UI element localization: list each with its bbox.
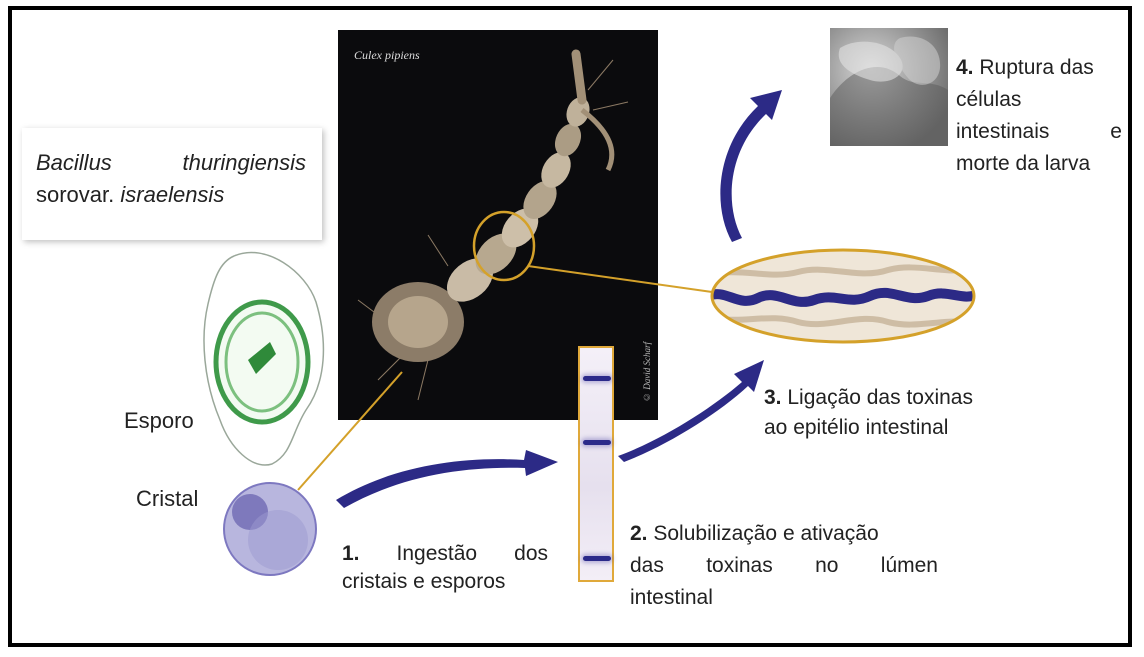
step-3-line-2: ao epitélio intestinal (764, 416, 948, 440)
step-3-text-1: Ligação das toxinas (787, 386, 973, 409)
step-1-line-1: 1. Ingestão dos (342, 542, 548, 566)
spore-illustration (196, 242, 346, 472)
organism-variety: israelensis (120, 182, 224, 207)
step-4-number: 4. (956, 56, 974, 79)
diagram-frame: Bacillus thuringiensis sorovar. israelen… (8, 6, 1132, 647)
step-2-line-2: das toxinas no lúmen (630, 554, 938, 578)
step-2-number: 2. (630, 522, 648, 545)
step-4-line-4: morte da larva (956, 152, 1090, 176)
step-2-line-1: 2. Solubilização e ativação (630, 522, 879, 546)
organism-label-box: Bacillus thuringiensis sorovar. israelen… (22, 128, 322, 240)
step-4-text-1: Ruptura das (979, 56, 1093, 79)
sem-image-ruptured-cells (830, 28, 948, 146)
gel-band-3 (583, 556, 611, 561)
label-cristal: Cristal (136, 486, 198, 512)
organism-line-1: Bacillus thuringiensis (36, 150, 306, 176)
crystal-illustration (216, 474, 326, 584)
step-3-line-1: 3. Ligação das toxinas (764, 386, 973, 410)
protein-gel-lane (578, 346, 614, 582)
sem-texture (830, 28, 948, 146)
organism-genus: Bacillus (36, 150, 112, 175)
step-2-text-1: Solubilização e ativação (653, 522, 878, 545)
organism-line-2: sorovar. israelensis (36, 182, 224, 208)
organism-serovar-prefix: sorovar. (36, 182, 114, 207)
organism-species: thuringiensis (182, 150, 306, 175)
step-2-line-3: intestinal (630, 586, 713, 610)
label-esporo: Esporo (124, 408, 194, 434)
step-3-number: 3. (764, 386, 782, 409)
gel-band-1 (583, 376, 611, 381)
step-4-line-1: 4. Ruptura das (956, 56, 1094, 80)
intestinal-epithelium-image (708, 246, 978, 346)
step-1-line-2: cristais e esporos (342, 570, 505, 594)
photo-credit: © David Scharf (642, 342, 652, 402)
step-4-line-2: células (956, 88, 1021, 112)
larva-siphon (576, 54, 582, 100)
step-4-line-3: intestinais e (956, 120, 1122, 144)
step-1-number: 1. (342, 542, 360, 565)
arrow-rupture (720, 90, 782, 242)
arrow-ingestion (336, 450, 558, 508)
step-1-text-1: Ingestão dos (397, 542, 548, 565)
gel-band-2 (583, 440, 611, 445)
